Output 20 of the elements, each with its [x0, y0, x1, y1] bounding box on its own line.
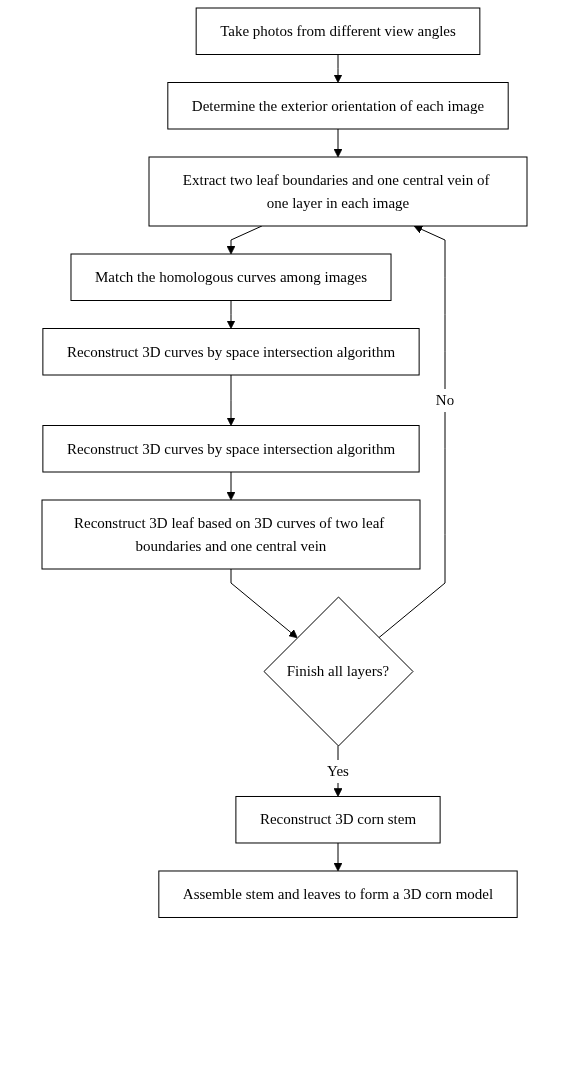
arrow	[333, 128, 343, 158]
arrow	[333, 842, 343, 872]
edge-label: Yes	[327, 762, 349, 779]
node-box: Reconstruct 3D curves by space intersection algorithm	[42, 425, 420, 473]
node-box: Reconstruct 3D curves by space intersection algorithm	[42, 328, 420, 376]
arrow	[378, 225, 446, 639]
node-box: Reconstruct 3D leaf based on 3D curves of two leaf boundaries and one central vein	[41, 499, 421, 570]
arrow	[226, 300, 236, 329]
node-box: Determine the exterior orientation of each image	[167, 82, 509, 130]
node-box: Assemble stem and leaves to form a 3D corn model	[158, 870, 518, 918]
arrow	[230, 568, 298, 639]
arrow	[226, 471, 236, 501]
node-box: Reconstruct 3D corn stem	[235, 796, 441, 844]
node-box: Take photos from different view angles	[195, 7, 481, 55]
node-box: Match the homologous curves among images	[70, 253, 392, 301]
arrow	[333, 54, 343, 83]
edge-label: No	[435, 392, 455, 408]
node-diamond: Finish all layers?	[263, 596, 414, 747]
node-box: Extract two leaf boundaries and one central vein of one layer in each image	[148, 156, 528, 227]
arrow	[226, 374, 236, 426]
